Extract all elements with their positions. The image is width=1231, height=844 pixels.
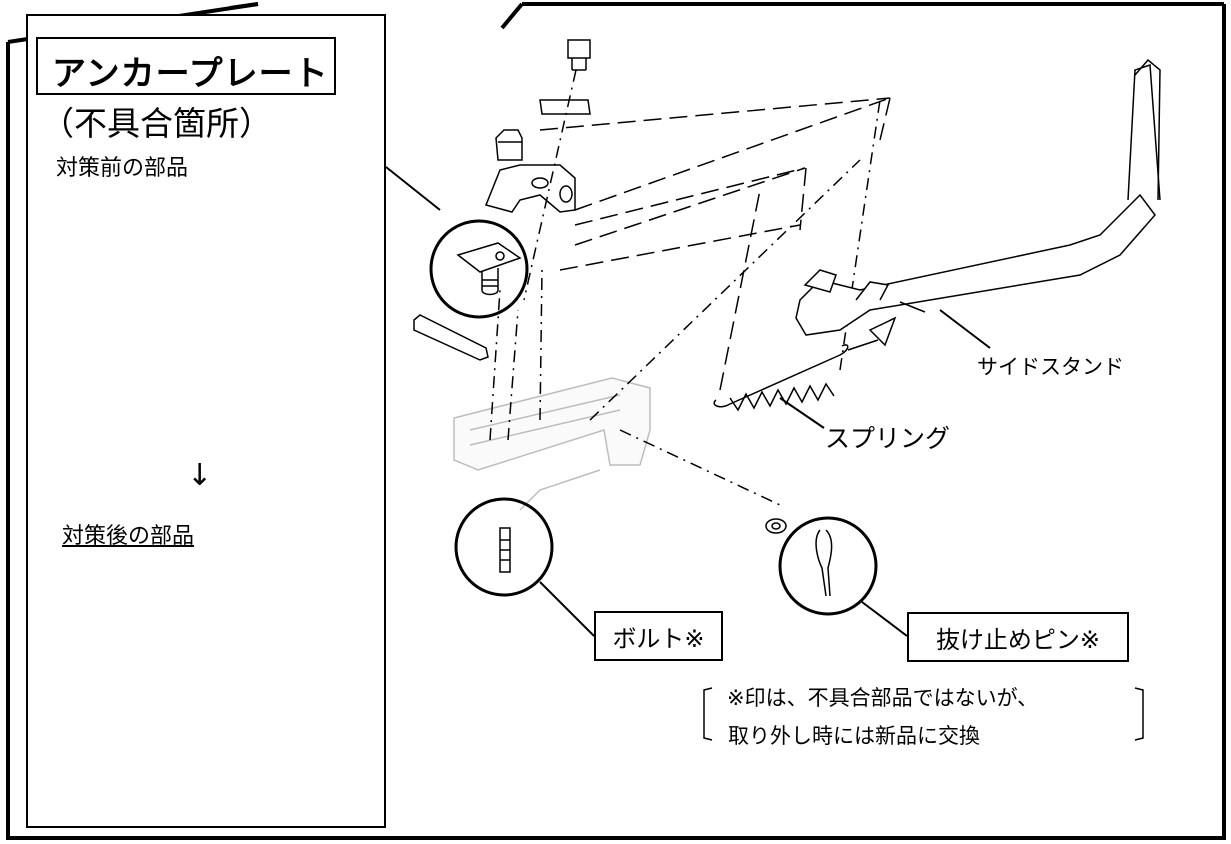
note-line-2: 取り外し時には新品に交換 bbox=[728, 724, 980, 748]
anchor-plate-panel bbox=[26, 14, 386, 828]
photo-before bbox=[56, 183, 374, 432]
panel-title: アンカープレート bbox=[52, 54, 329, 94]
note-line-1: ※印は、不具合部品ではないが、 bbox=[727, 686, 1039, 710]
side-stand-label: サイドスタンド bbox=[977, 355, 1124, 379]
bolt-label: ボルト※ bbox=[594, 611, 723, 661]
leader-anchor bbox=[385, 166, 441, 211]
exploded-diagram bbox=[413, 39, 1161, 741]
retaining-pin-label: 抜け止めピン※ bbox=[907, 612, 1129, 662]
title-box bbox=[36, 37, 336, 95]
panel-subtitle: （不具合箇所） bbox=[41, 104, 272, 143]
spring-label: スプリング bbox=[825, 424, 951, 453]
photo-after bbox=[56, 546, 374, 812]
after-label: 対策後の部品 bbox=[62, 524, 195, 549]
before-label: 対策前の部品 bbox=[56, 156, 189, 181]
down-arrow-icon: ↓ bbox=[187, 458, 213, 493]
